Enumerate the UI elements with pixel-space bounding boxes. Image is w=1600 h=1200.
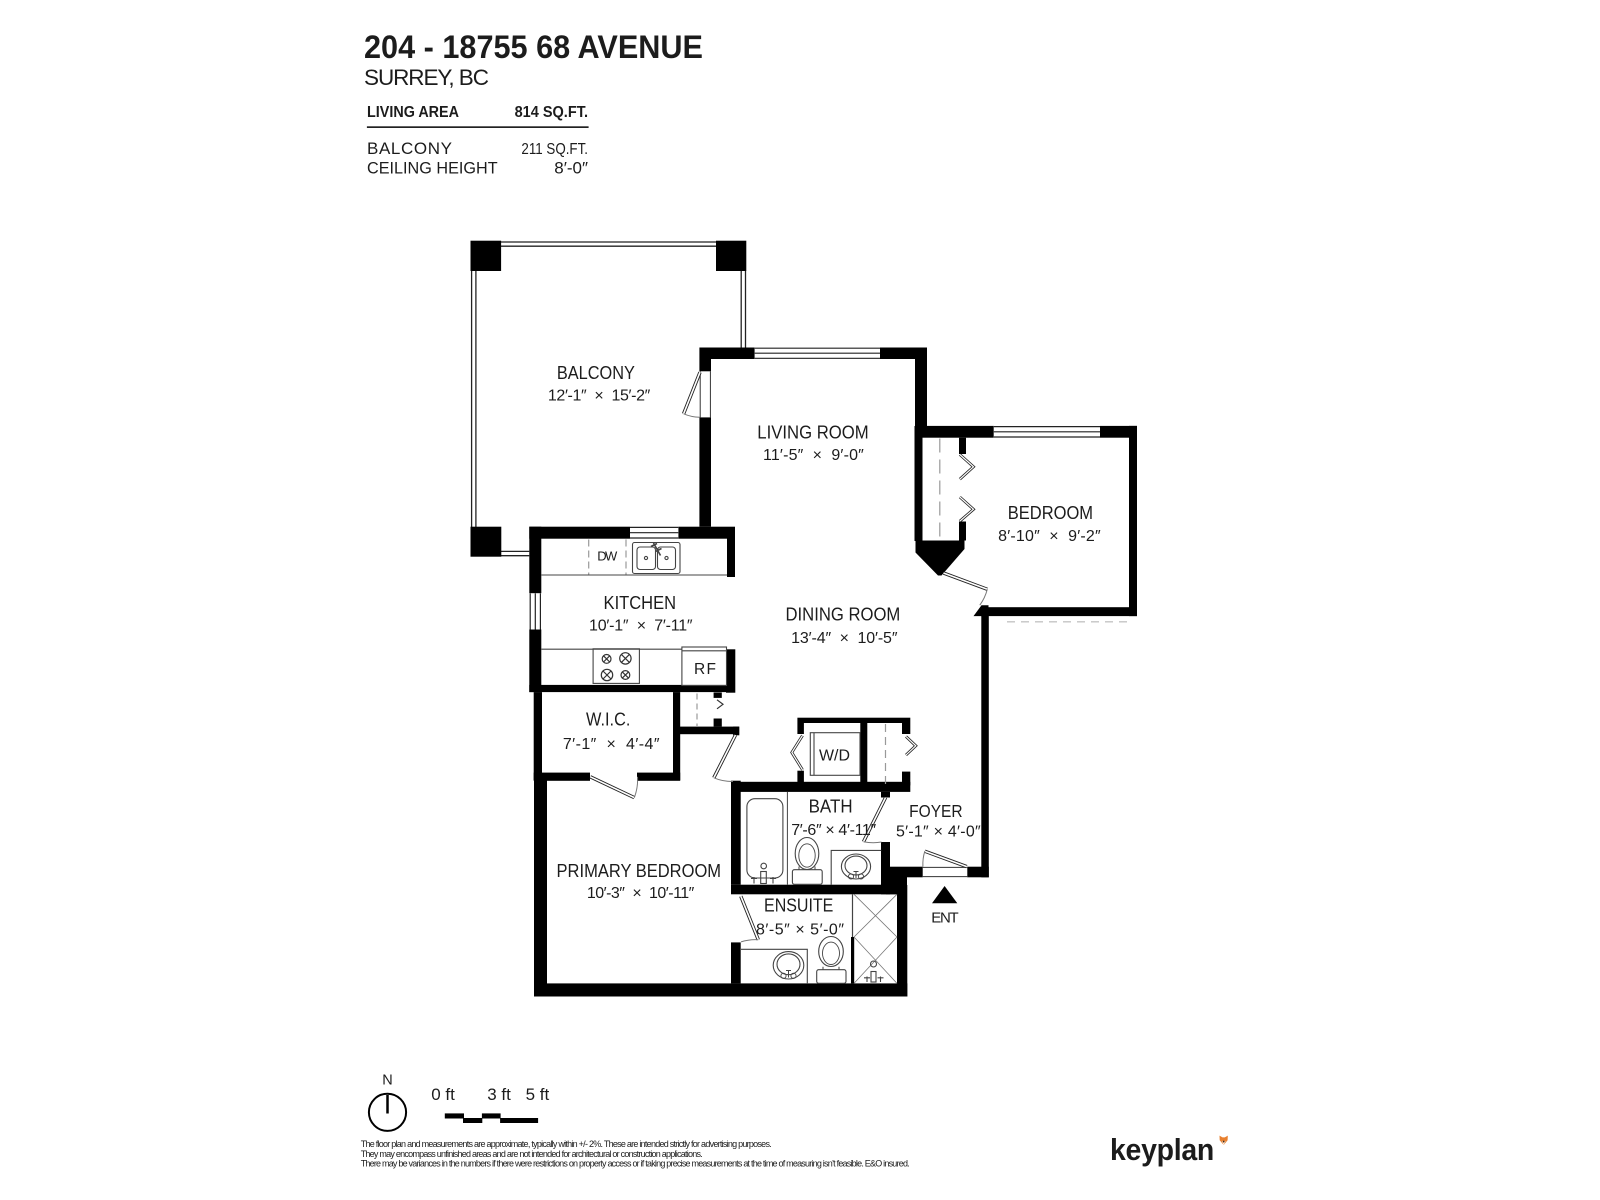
svg-text:W.I.C.: W.I.C. xyxy=(586,710,630,730)
svg-text:5 ft: 5 ft xyxy=(526,1085,550,1104)
svg-text:3 ft: 3 ft xyxy=(487,1085,511,1104)
svg-text:13′-4″ × 10′-5″: 13′-4″ × 10′-5″ xyxy=(791,630,898,647)
svg-text:10′-1″ × 7′-11″: 10′-1″ × 7′-11″ xyxy=(589,618,693,635)
svg-text:211 SQ.FT.: 211 SQ.FT. xyxy=(521,141,588,158)
svg-text:8′-0″: 8′-0″ xyxy=(554,158,588,177)
svg-text:The floor plan and measurement: The floor plan and measurements are appr… xyxy=(361,1139,772,1149)
svg-text:W/D: W/D xyxy=(819,748,850,765)
svg-text:BATH: BATH xyxy=(809,797,853,817)
svg-text:11′-5″ × 9′-0″: 11′-5″ × 9′-0″ xyxy=(763,447,864,464)
svg-text:BEDROOM: BEDROOM xyxy=(1008,503,1093,523)
svg-text:DINING ROOM: DINING ROOM xyxy=(786,604,901,624)
svg-text:0 ft: 0 ft xyxy=(431,1085,455,1104)
svg-text:7′-1″ × 4′-4″: 7′-1″ × 4′-4″ xyxy=(563,736,660,753)
svg-text:They may encompass unfinished: They may encompass unfinished areas and … xyxy=(361,1149,703,1159)
svg-text:LIVING AREA: LIVING AREA xyxy=(367,104,459,121)
svg-text:keyplan: keyplan xyxy=(1110,1132,1214,1167)
svg-text:10′-3″ × 10′-11″: 10′-3″ × 10′-11″ xyxy=(587,885,695,902)
svg-text:7′-6″ × 4′-11″: 7′-6″ × 4′-11″ xyxy=(791,822,876,839)
svg-text:KITCHEN: KITCHEN xyxy=(604,593,677,613)
svg-text:BALCONY: BALCONY xyxy=(367,139,452,158)
svg-text:DW: DW xyxy=(597,549,618,564)
svg-text:814 SQ.FT.: 814 SQ.FT. xyxy=(515,104,588,121)
svg-text:ENT: ENT xyxy=(931,910,958,927)
svg-text:There may be variances in the: There may be variances in the numbers if… xyxy=(361,1159,910,1169)
svg-text:12′-1″ × 15′-2″: 12′-1″ × 15′-2″ xyxy=(548,388,651,405)
svg-text:ENSUITE: ENSUITE xyxy=(764,895,833,915)
svg-text:204 - 18755 68 AVENUE: 204 - 18755 68 AVENUE xyxy=(364,29,703,65)
svg-text:RF: RF xyxy=(694,661,716,678)
svg-text:8′-10″ × 9′-2″: 8′-10″ × 9′-2″ xyxy=(998,528,1101,545)
svg-text:SURREY, BC: SURREY, BC xyxy=(364,65,489,90)
svg-text:5′-1″ × 4′-0″: 5′-1″ × 4′-0″ xyxy=(896,824,981,841)
svg-text:8′-5″ × 5′-0″: 8′-5″ × 5′-0″ xyxy=(756,922,844,939)
svg-text:LIVING ROOM: LIVING ROOM xyxy=(757,422,868,442)
svg-text:CEILING HEIGHT: CEILING HEIGHT xyxy=(367,159,498,177)
svg-text:FOYER: FOYER xyxy=(909,801,963,821)
svg-text:PRIMARY BEDROOM: PRIMARY BEDROOM xyxy=(557,861,722,881)
svg-text:N: N xyxy=(382,1073,392,1089)
svg-text:BALCONY: BALCONY xyxy=(557,363,635,383)
